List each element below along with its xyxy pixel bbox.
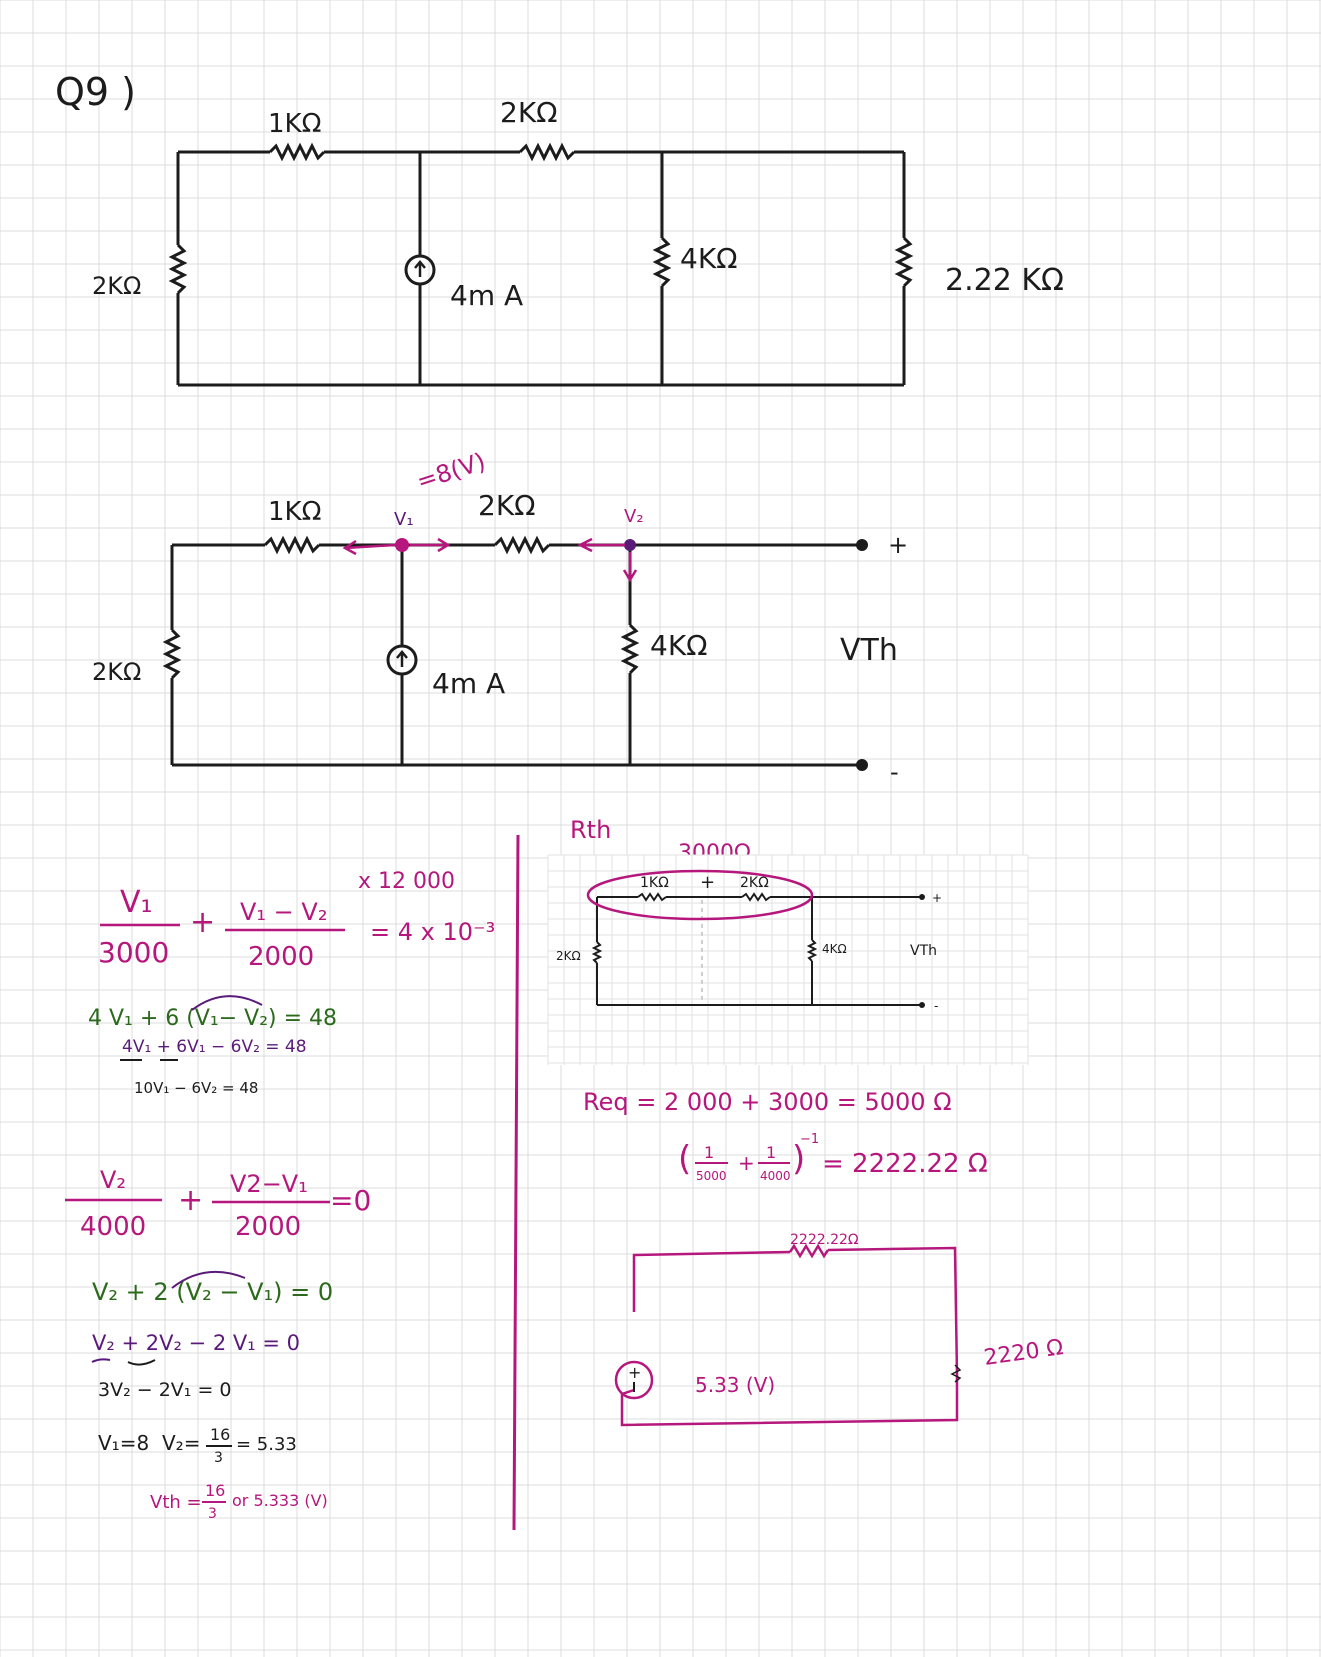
mini-2k-left: 2KΩ [556, 949, 581, 963]
resistor-2k-left-c1 [168, 243, 188, 295]
mini-plus: + [700, 872, 715, 893]
step-4: V₂ + 2 (V₂ − V₁) = 0 [92, 1278, 333, 1306]
vth-num: 16 [205, 1481, 225, 1500]
mini-4k: 4KΩ [822, 942, 847, 956]
step-7-num: 16 [210, 1425, 230, 1444]
label-2k-c1: 2KΩ [500, 96, 558, 129]
par-plus: + [738, 1151, 755, 1175]
label-4ma-c1: 4m A [450, 279, 523, 312]
resistor-2k-c1 [518, 142, 576, 162]
nodal-analysis: V₁ 3000 + V₁ − V₂ 2000 x 12 000 = 4 x 10… [65, 869, 495, 1522]
thevenin-equivalent: + 2222.22Ω 5.33 (V) 2220 Ω [614, 1232, 1065, 1427]
vth-post: or 5.333 (V) [232, 1491, 328, 1510]
label-4k-c2: 4KΩ [650, 629, 708, 662]
eq1-den2: 2000 [248, 942, 314, 972]
step-6: 3V₂ − 2V₁ = 0 [98, 1379, 232, 1401]
eq2-eq0: =0 [330, 1184, 371, 1217]
resistor-2k-left-c2 [162, 628, 182, 680]
step-7-v1: V₁=8 [98, 1431, 149, 1455]
label-2k-left-c2: 2KΩ [92, 658, 141, 686]
rth-title: Rth [570, 816, 611, 844]
step-3: 10V₁ − 6V₂ = 48 [134, 1079, 258, 1097]
divider-line [512, 834, 520, 1531]
par-exp: −1 [800, 1132, 819, 1147]
step-5: V₂ + 2V₂ − 2 V₁ = 0 [92, 1331, 300, 1355]
eq1-plus: + [190, 905, 215, 940]
par-4000: 4000 [760, 1169, 791, 1183]
label-plus-c2: + [888, 531, 908, 559]
circuit-2 [162, 535, 862, 767]
par-one-a: 1 [704, 1143, 714, 1162]
current-arrows [342, 537, 638, 583]
step-7-den: 3 [214, 1450, 223, 1466]
label-2-22k-c1: 2.22 KΩ [945, 263, 1064, 298]
eq1-den1: 3000 [98, 936, 169, 969]
eq1-rhs: = 4 x 10⁻³ [370, 918, 495, 946]
r-label-thev: 2222.22Ω [790, 1232, 859, 1248]
rth-section: Rth 3000Ω 1KΩ + [547, 816, 1029, 1183]
circuit-1 [168, 142, 914, 387]
label-1k-c2: 1KΩ [268, 497, 321, 527]
eq1-mult: x 12 000 [358, 869, 455, 894]
par-left: ( [678, 1139, 691, 1179]
eq2-num2: V2−V₁ [230, 1170, 308, 1198]
vth-den: 3 [208, 1506, 217, 1522]
series-circle [586, 869, 814, 921]
par-right: ) [792, 1139, 805, 1179]
step-1: 4 V₁ + 6 (V₁− V₂) = 48 [88, 1006, 337, 1031]
resistor-4k-c1 [652, 236, 672, 288]
label-4ma-c2: 4m A [432, 667, 505, 700]
mini-minus-term: - [934, 999, 938, 1013]
step-7-v2: V₂= [162, 1431, 200, 1455]
label-2k-c2: 2KΩ [478, 489, 536, 522]
eq1-num2: V₁ − V₂ [240, 898, 327, 926]
label-v2-node: V₂ [624, 506, 644, 527]
terminal-plus-c2 [856, 539, 868, 551]
eq2-num1: V₂ [100, 1166, 126, 1194]
load-label-thev: 2220 Ω [982, 1335, 1064, 1371]
resistor-1k-c1 [268, 142, 326, 162]
step-2: 4V₁ + 6V₁ − 6V₂ = 48 [122, 1037, 307, 1057]
mini-plus-term: + [932, 891, 942, 905]
label-v1-node: V₁ [394, 509, 414, 530]
source-label-thev: 5.33 (V) [695, 1373, 775, 1397]
step-7-res: = 5.33 [236, 1434, 297, 1455]
req-line: Req = 2 000 + 3000 = 5000 Ω [583, 1088, 952, 1116]
resistor-2k-c2 [493, 535, 551, 555]
mini-2k: 2KΩ [740, 875, 769, 891]
label-4k-c1: 4KΩ [680, 242, 738, 275]
label-2k-left-c1: 2KΩ [92, 272, 141, 300]
node-v2 [624, 539, 636, 551]
mini-1k: 1KΩ [640, 875, 669, 891]
voltage-source [614, 1360, 654, 1400]
label-1k-c1: 1KΩ [268, 109, 321, 139]
eq2-den1: 4000 [80, 1212, 146, 1242]
vth-pre: Vth = [150, 1492, 202, 1513]
par-one-b: 1 [766, 1143, 776, 1162]
terminal-minus-c2 [856, 759, 868, 771]
label-minus-c2: - [890, 758, 899, 786]
eq1-v1: V₁ [120, 885, 153, 920]
node-v1 [395, 538, 409, 552]
resistor-2-22k-c1 [894, 236, 914, 288]
label-vth-c2: VTh [840, 633, 898, 668]
resistor-4k-c2 [620, 623, 640, 675]
resistor-1k-c2 [263, 535, 321, 555]
par-result: = 2222.22 Ω [822, 1149, 988, 1179]
vs-plus: + [628, 1363, 641, 1382]
mini-vth: VTh [910, 943, 937, 959]
eq2-plus: + [178, 1183, 203, 1218]
eq2-den2: 2000 [235, 1212, 301, 1242]
question-label: Q9 ) [55, 70, 136, 114]
mini-circuit: 1KΩ + 2KΩ 2KΩ 4KΩ VTh + - [547, 854, 1029, 1065]
par-5000: 5000 [696, 1169, 727, 1183]
